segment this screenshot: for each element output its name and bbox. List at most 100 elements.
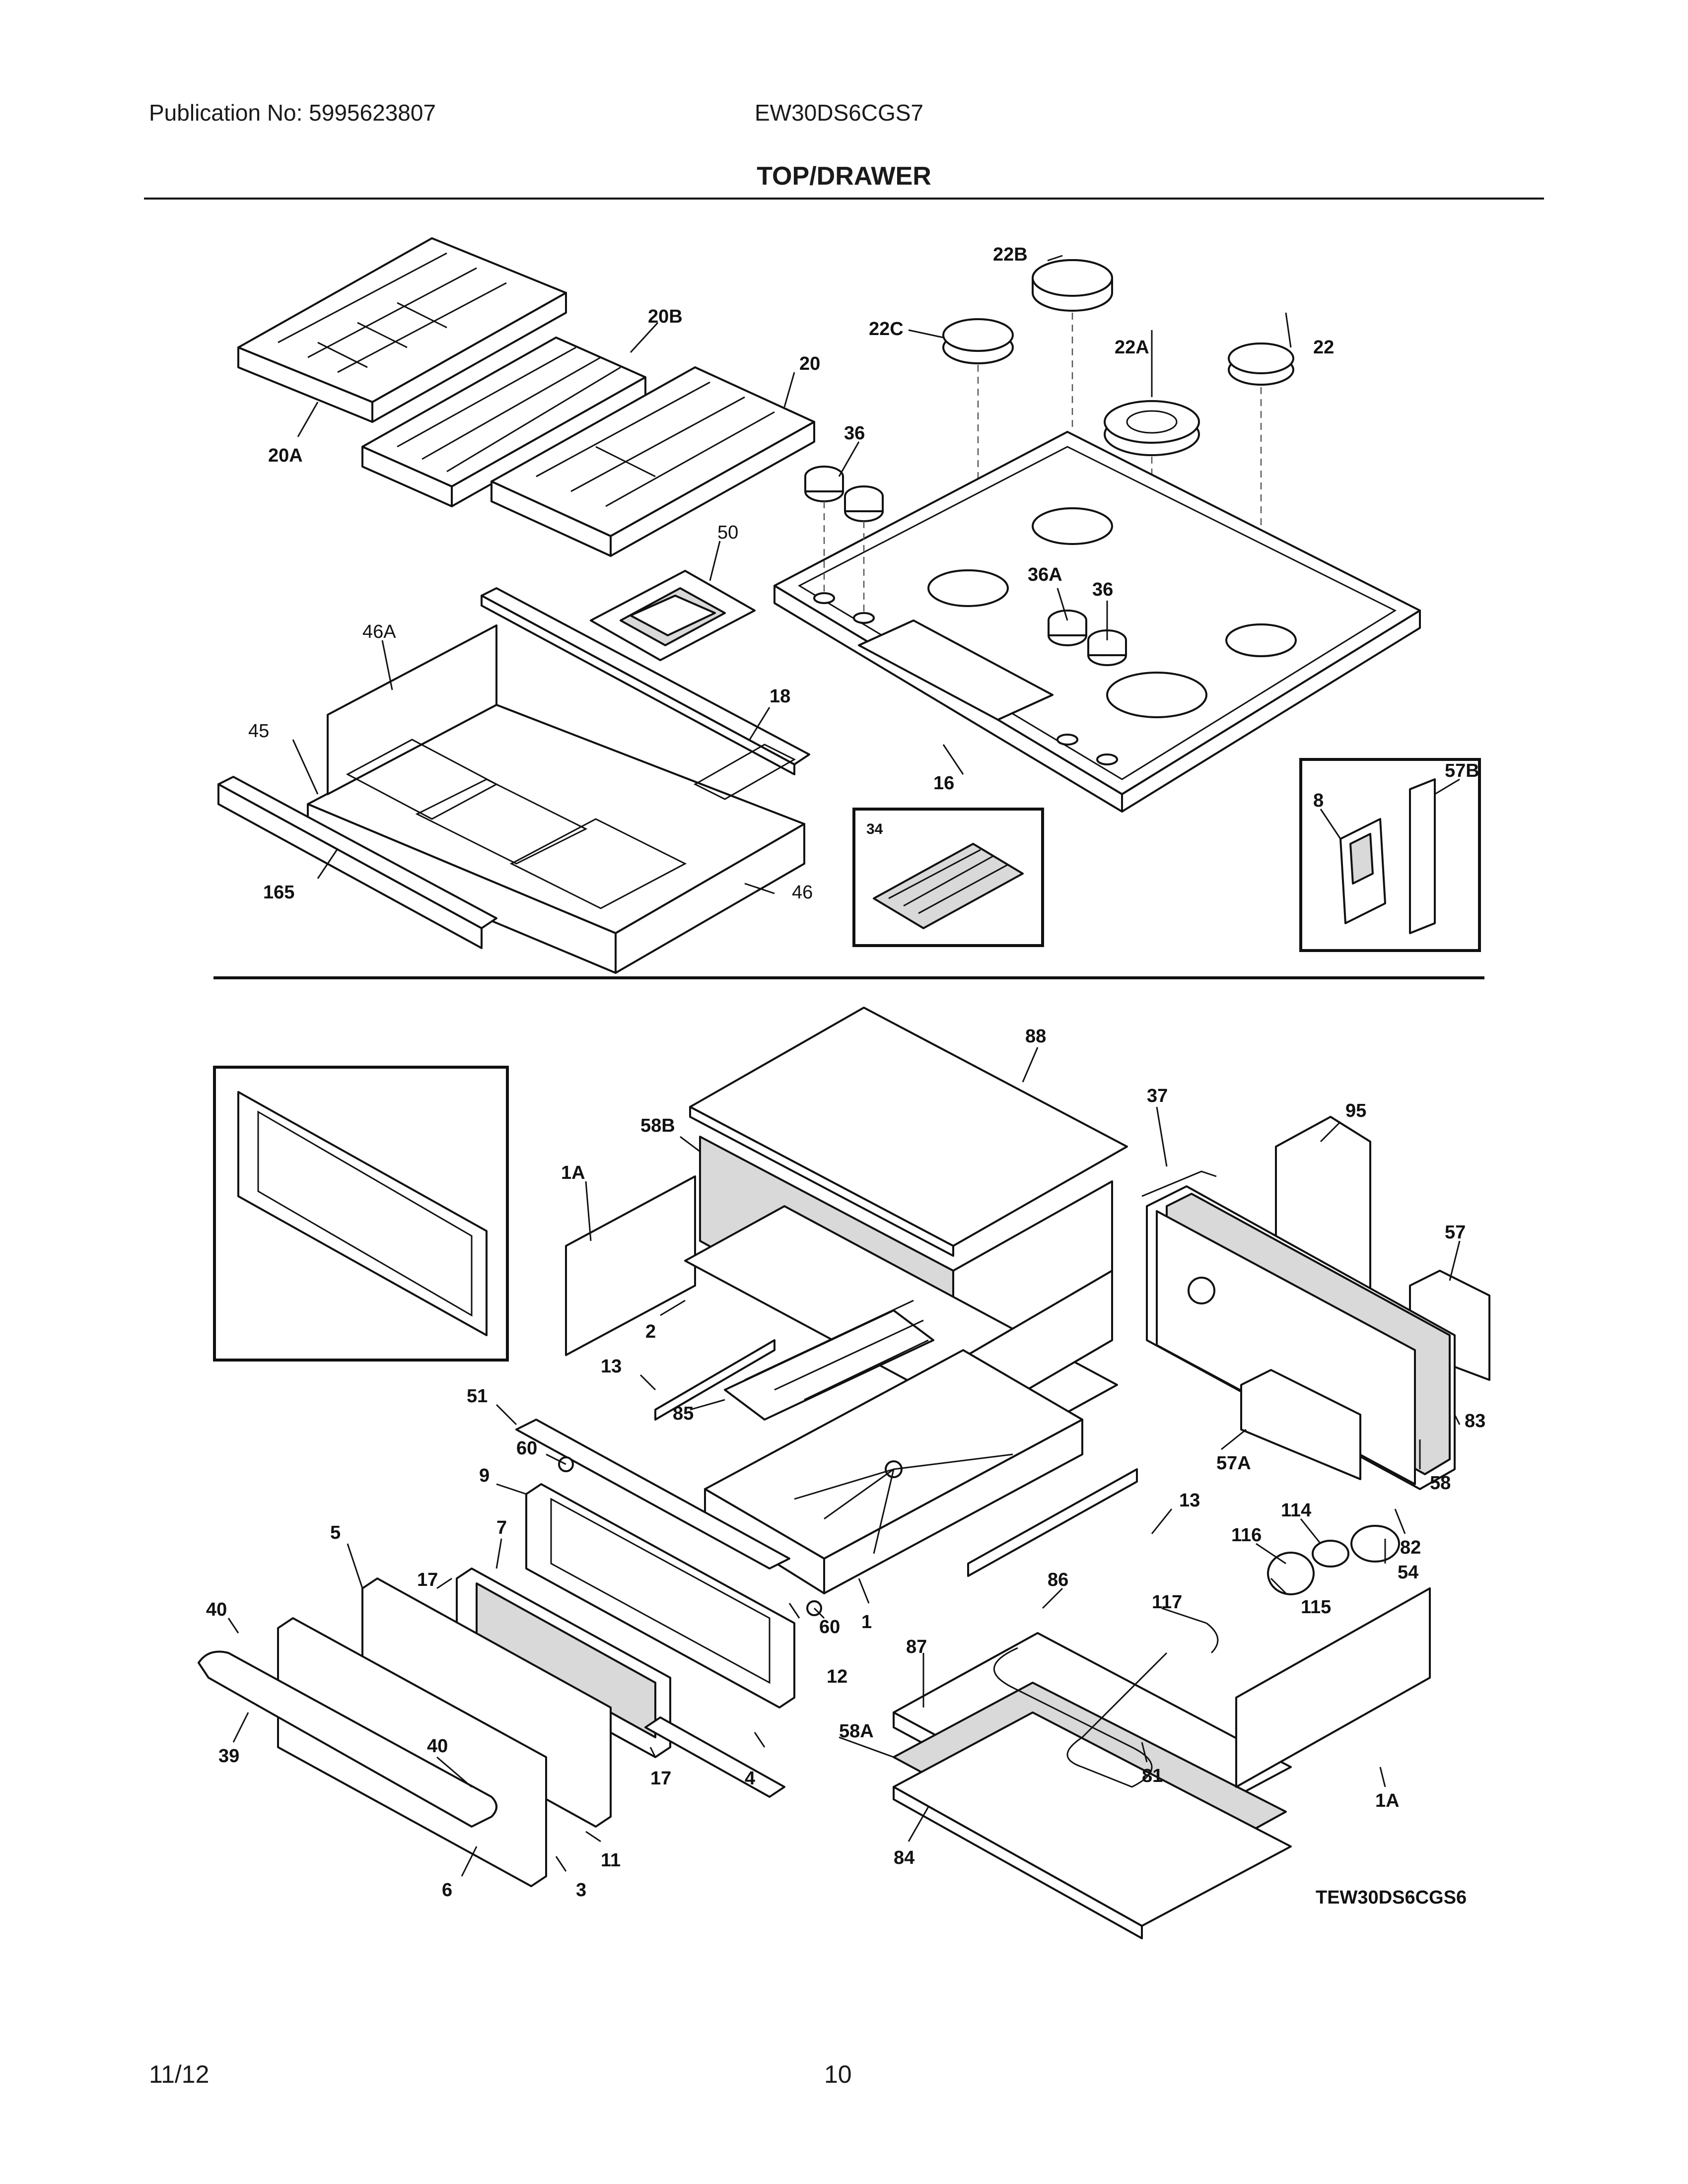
model-number: EW30DS6CGS7 [755, 100, 924, 126]
callout-22a: 22A [1115, 337, 1149, 358]
callout-4: 4 [745, 1768, 755, 1789]
callout-20: 20 [799, 353, 820, 374]
trim-18 [481, 587, 810, 775]
inset-box-57b [1299, 758, 1481, 952]
wire-117 [1206, 1622, 1219, 1654]
footer-date: 11/12 [149, 2060, 210, 2088]
callout-54: 54 [1398, 1562, 1418, 1583]
callout-11: 11 [601, 1850, 621, 1871]
callout-81: 81 [1142, 1766, 1163, 1786]
callout-57a: 57A [1216, 1453, 1251, 1474]
callout-18: 18 [770, 686, 790, 707]
callout-leaders [227, 255, 1461, 1877]
callout-16: 16 [933, 773, 954, 794]
rail-165 [217, 776, 497, 949]
callout-36a: 36A [1028, 564, 1062, 585]
callout-40-b: 40 [427, 1736, 448, 1757]
vent-50 [590, 570, 756, 661]
callout-5: 5 [330, 1522, 341, 1543]
callout-60: 60 [516, 1438, 537, 1459]
drawing-code: TEW30DS6CGS6 [1316, 1887, 1467, 1908]
rack-85 [724, 1299, 934, 1421]
burner-cap-22a [1104, 400, 1200, 456]
bracket-57b [1409, 778, 1436, 934]
griddle-34 [873, 843, 1024, 929]
callout-labels: 22B 22C 22A 22 20B 20 20A 36 50 36A 36 4… [206, 244, 1485, 1908]
inset-box-34 [852, 808, 1044, 947]
callout-2: 2 [645, 1321, 656, 1342]
control-strip-51 [515, 1419, 790, 1570]
callout-57: 57 [1445, 1222, 1466, 1243]
callout-40: 40 [206, 1599, 227, 1620]
callout-116: 116 [1231, 1525, 1262, 1546]
callout-165: 165 [263, 882, 294, 903]
knob-36-c [1087, 629, 1127, 666]
grate-left [237, 237, 567, 423]
burner-cap-22 [1228, 342, 1294, 386]
trim-4 [644, 1716, 785, 1798]
inner-door-9 [525, 1483, 795, 1708]
callout-88: 88 [1025, 1026, 1046, 1047]
burner-cap-22b [1032, 259, 1113, 312]
callout-37: 37 [1147, 1086, 1168, 1106]
callout-36: 36 [844, 423, 865, 444]
callout-57b: 57B [1445, 760, 1479, 781]
side-panel-1a-right [1235, 1587, 1431, 1788]
light-assembly [1267, 1525, 1400, 1595]
callout-22c: 22C [869, 319, 904, 340]
callout-114: 114 [1281, 1500, 1311, 1521]
publication-number: Publication No: 5995623807 [149, 100, 436, 126]
page-number: 10 [824, 2060, 852, 2088]
callout-3: 3 [576, 1880, 586, 1901]
callout-9: 9 [479, 1465, 490, 1486]
callout-82: 82 [1400, 1537, 1421, 1558]
knob-36-a [804, 466, 844, 502]
callout-1a-b: 1A [1375, 1790, 1400, 1811]
callout-46a: 46A [362, 621, 396, 642]
header-divider [144, 198, 1544, 200]
callout-13-b: 13 [1179, 1490, 1200, 1511]
callout-22b: 22B [993, 244, 1028, 265]
callout-13: 13 [601, 1356, 622, 1377]
callout-87: 87 [906, 1637, 927, 1657]
callout-83: 83 [1465, 1411, 1485, 1432]
callout-45: 45 [248, 721, 269, 742]
callout-1a: 1A [561, 1162, 585, 1183]
callout-7: 7 [496, 1517, 507, 1538]
igniter-module-8 [1339, 818, 1386, 924]
drawer-pan-1 [704, 1349, 1083, 1594]
grate-right [491, 366, 815, 557]
callout-12: 12 [827, 1666, 847, 1687]
slide-13-lower [967, 1468, 1138, 1577]
callout-36-b: 36 [1092, 579, 1113, 600]
inset-box-10 [213, 1066, 509, 1362]
burner-cap-22c [942, 318, 1014, 364]
callout-85: 85 [673, 1403, 694, 1424]
callout-17-b: 17 [650, 1768, 671, 1789]
section-divider [213, 976, 1484, 979]
callout-50: 50 [717, 522, 738, 543]
callout-34: 34 [866, 821, 883, 837]
slide-13-upper [654, 1339, 775, 1421]
burner-box [307, 624, 805, 974]
callout-8: 8 [1313, 790, 1324, 811]
callout-20b: 20B [648, 306, 683, 327]
callout-17: 17 [417, 1570, 438, 1590]
callout-46: 46 [792, 882, 813, 903]
callout-115: 115 [1301, 1597, 1331, 1618]
callout-58a: 58A [839, 1721, 874, 1742]
callout-117: 117 [1152, 1592, 1182, 1613]
callout-22: 22 [1313, 337, 1334, 358]
callout-1: 1 [861, 1612, 872, 1633]
bottom-84 [893, 1711, 1292, 1939]
side-panel-1a-left [565, 1175, 696, 1356]
cooktop-main-top [774, 431, 1421, 813]
handle-39 [198, 1650, 497, 1828]
callout-20a: 20A [268, 445, 303, 466]
drawer-top-88 [689, 1007, 1128, 1257]
callout-58: 58 [1430, 1473, 1451, 1494]
callout-6: 6 [442, 1880, 452, 1901]
callout-58b: 58B [640, 1115, 675, 1136]
callout-60-b: 60 [819, 1617, 840, 1638]
